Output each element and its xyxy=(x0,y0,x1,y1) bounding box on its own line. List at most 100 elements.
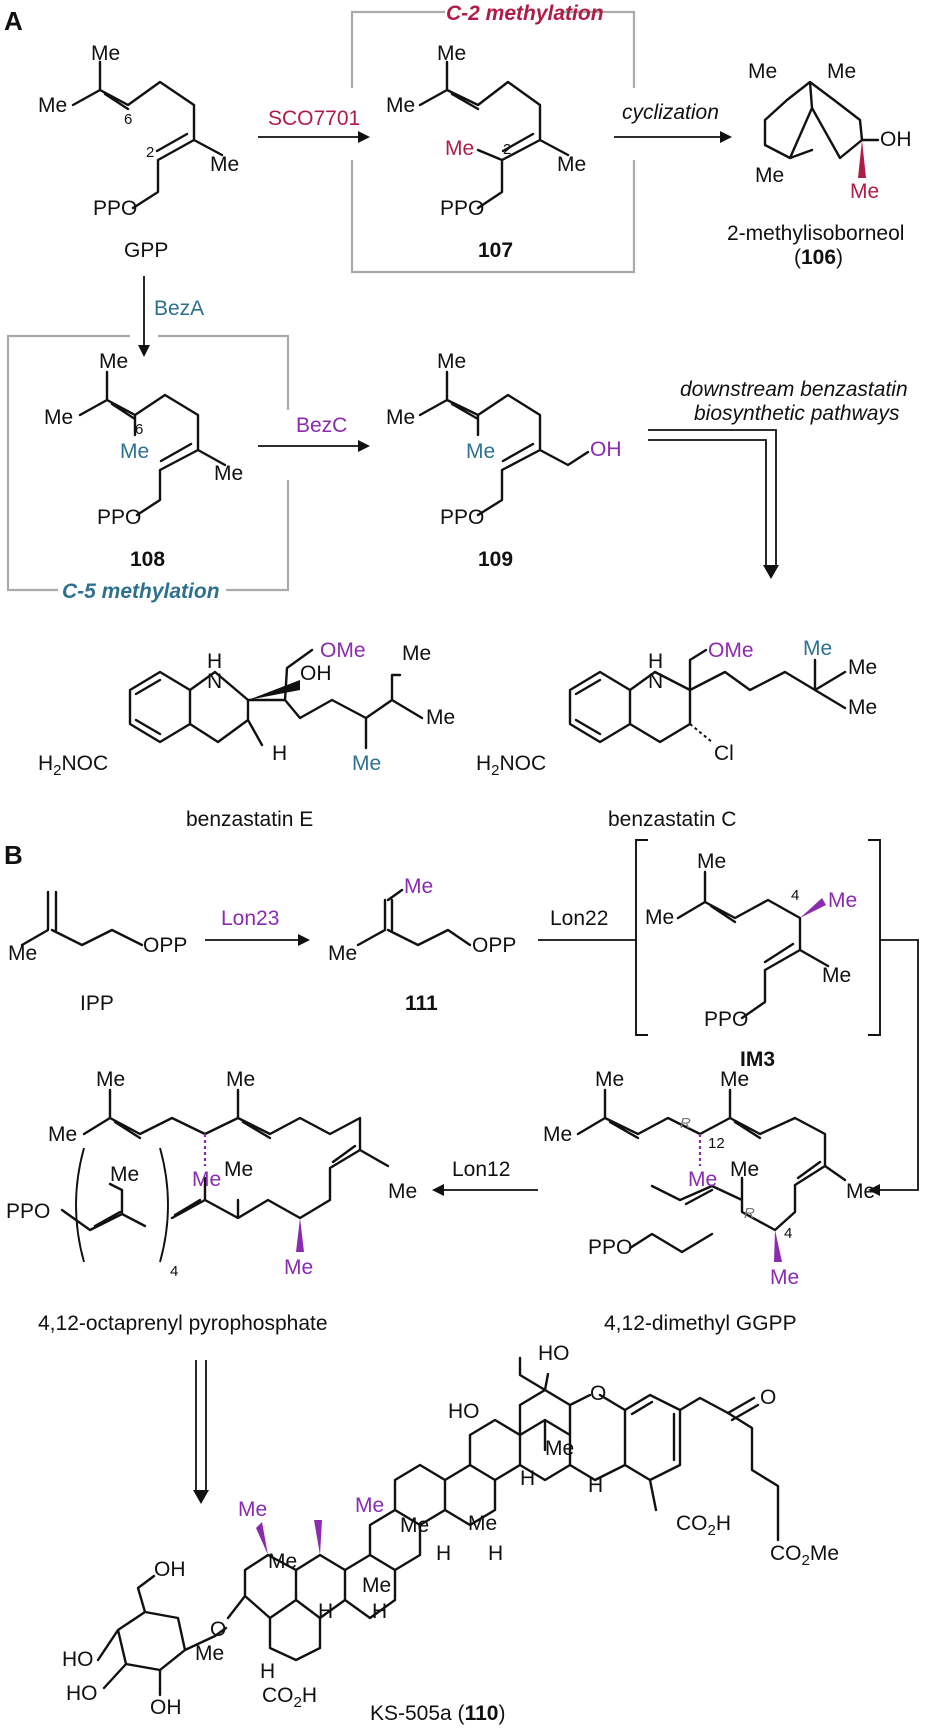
cmpd-106-structure: Me Me OH Me Me xyxy=(748,60,912,203)
oct-me-2: Me xyxy=(48,1123,77,1146)
ks-me-2: Me xyxy=(400,1514,429,1537)
bze-noc: NOC xyxy=(62,752,109,775)
bze-sub2: 2 xyxy=(53,762,61,779)
box-c2-methylation xyxy=(350,10,636,274)
bze-h2noc: H2NOC xyxy=(38,752,108,779)
c107-me-left: Me xyxy=(386,94,415,117)
enzyme-sco7701: SCO7701 xyxy=(268,107,360,130)
sugar-oh-6: OH xyxy=(154,1558,186,1581)
c109-me-left: Me xyxy=(386,406,415,429)
mib-number-label: (106) xyxy=(794,246,843,269)
bzc-ome: OMe xyxy=(708,639,754,662)
ks-h-1: H xyxy=(520,1467,535,1490)
bzc-nh-h: H xyxy=(648,650,663,673)
bze-oh: OH xyxy=(300,662,332,685)
oct-me-1: Me xyxy=(96,1068,125,1091)
bracket-right xyxy=(868,839,881,1036)
ggpp-structure: Me Me Me R 12 Me Me Me R 4 Me PPO xyxy=(543,1068,875,1289)
enzyme-lon23: Lon23 xyxy=(221,907,279,930)
ks-co2h-a-2: 2 xyxy=(294,1694,302,1711)
im3-me-purple: Me xyxy=(828,889,857,912)
box-c2-title: C-2 methylation xyxy=(446,2,604,25)
ggpp-me-3: Me xyxy=(720,1068,749,1091)
ks-co2me: CO2Me xyxy=(770,1542,839,1569)
im3-me-left: Me xyxy=(645,906,674,929)
c108-me-top: Me xyxy=(99,350,128,373)
ks-me-5: Me xyxy=(362,1574,391,1597)
ks-h-6: H xyxy=(372,1600,387,1623)
gpp-me-top: Me xyxy=(91,42,120,65)
ks-num: 110 xyxy=(465,1702,499,1725)
benzastatin-c-structure: H N OMe Me Me Me Cl H2NOC xyxy=(476,637,877,779)
ks-h-5: H xyxy=(318,1600,333,1623)
gpp-me-right: Me xyxy=(210,153,239,176)
gpp-me-left: Me xyxy=(38,94,67,117)
bzc-h2noc-h: H xyxy=(476,752,491,775)
sugar-oh-2: OH xyxy=(150,1696,182,1719)
oct-repeat-n: 4 xyxy=(170,1263,178,1280)
mib-paren-close: ) xyxy=(836,246,843,269)
ggpp-label: 4,12-dimethyl GGPP xyxy=(604,1312,797,1335)
im3-label: IM3 xyxy=(740,1048,775,1071)
ks-co2h-b: CO2H xyxy=(676,1512,731,1539)
cmpd-109-label: 109 xyxy=(478,548,513,571)
c109-oh: OH xyxy=(590,438,622,461)
mib-num: 106 xyxy=(801,246,836,269)
im3-me-top: Me xyxy=(697,850,726,873)
ks-me-4: Me xyxy=(268,1550,297,1573)
ks505a-label: KS-505a (110) xyxy=(370,1702,505,1725)
arrow-downstream-1 xyxy=(648,429,777,565)
ggpp-me-2: Me xyxy=(543,1123,572,1146)
ggpp-locant-12: 12 xyxy=(708,1135,725,1152)
paren-right xyxy=(159,1147,169,1263)
c109-me-top: Me xyxy=(437,350,466,373)
ks-o-ring: O xyxy=(590,1382,606,1405)
c107-me-c2: Me xyxy=(445,137,474,160)
bze-me-teal: Me xyxy=(352,752,381,775)
downstream-line-2: biosynthetic pathways xyxy=(694,402,900,425)
im3-locant-4: 4 xyxy=(791,887,799,904)
ks-ho-mid: HO xyxy=(448,1400,480,1423)
bzc-me-2: Me xyxy=(848,696,877,719)
box-c5-methylation xyxy=(6,334,290,592)
c108-me-left: Me xyxy=(44,406,73,429)
enzyme-bezc: BezC xyxy=(296,414,347,437)
cmpd-111-structure: Me Me OPP xyxy=(328,875,516,965)
ggpp-me-purple-4: Me xyxy=(770,1266,799,1289)
oct-me-3: Me xyxy=(226,1068,255,1091)
ks-co2me-co: CO xyxy=(770,1542,802,1565)
oct-me-repeat: Me xyxy=(110,1163,139,1186)
ks-name: KS-505a ( xyxy=(370,1702,465,1725)
cmpd-108-structure: Me Me 6 Me Me PPO xyxy=(44,350,243,529)
c106-me-2: Me xyxy=(827,60,856,83)
c108-me-right: Me xyxy=(214,462,243,485)
c108-ppo: PPO xyxy=(97,506,141,529)
ks-me-6: Me xyxy=(195,1642,224,1665)
gpp-locant-2: 2 xyxy=(146,144,154,161)
panel-label-a: A xyxy=(4,6,23,36)
bzc-noc: NOC xyxy=(500,752,547,775)
wedge-oh-e xyxy=(248,680,300,700)
arrow-to-ggpp xyxy=(880,939,919,1191)
bze-me-top: Me xyxy=(402,642,431,665)
ks-h-7: H xyxy=(260,1660,275,1683)
cmpd-108-label: 108 xyxy=(130,548,165,571)
c111-opp: OPP xyxy=(472,934,516,957)
im3-ppo: PPO xyxy=(704,1008,748,1031)
ggpp-r-12: R xyxy=(680,1115,691,1132)
c109-me-teal: Me xyxy=(466,440,495,463)
gpp-ppo: PPO xyxy=(93,197,137,220)
bzc-n: N xyxy=(648,670,663,693)
oct-ppo: PPO xyxy=(6,1200,50,1223)
benzastatin-e-label: benzastatin E xyxy=(186,808,313,831)
c109-ppo: PPO xyxy=(440,506,484,529)
c111-me: Me xyxy=(328,942,357,965)
oct-me-4: Me xyxy=(388,1180,417,1203)
ipp-structure: Me OPP xyxy=(8,890,187,965)
octaprenyl-label: 4,12-octaprenyl pyrophosphate xyxy=(38,1312,328,1335)
ggpp-me-purple-12: Me xyxy=(688,1168,717,1191)
ggpp-me-5: Me xyxy=(730,1158,759,1181)
bze-nh-h: H xyxy=(207,650,222,673)
ks-ketone-o: O xyxy=(760,1386,776,1409)
